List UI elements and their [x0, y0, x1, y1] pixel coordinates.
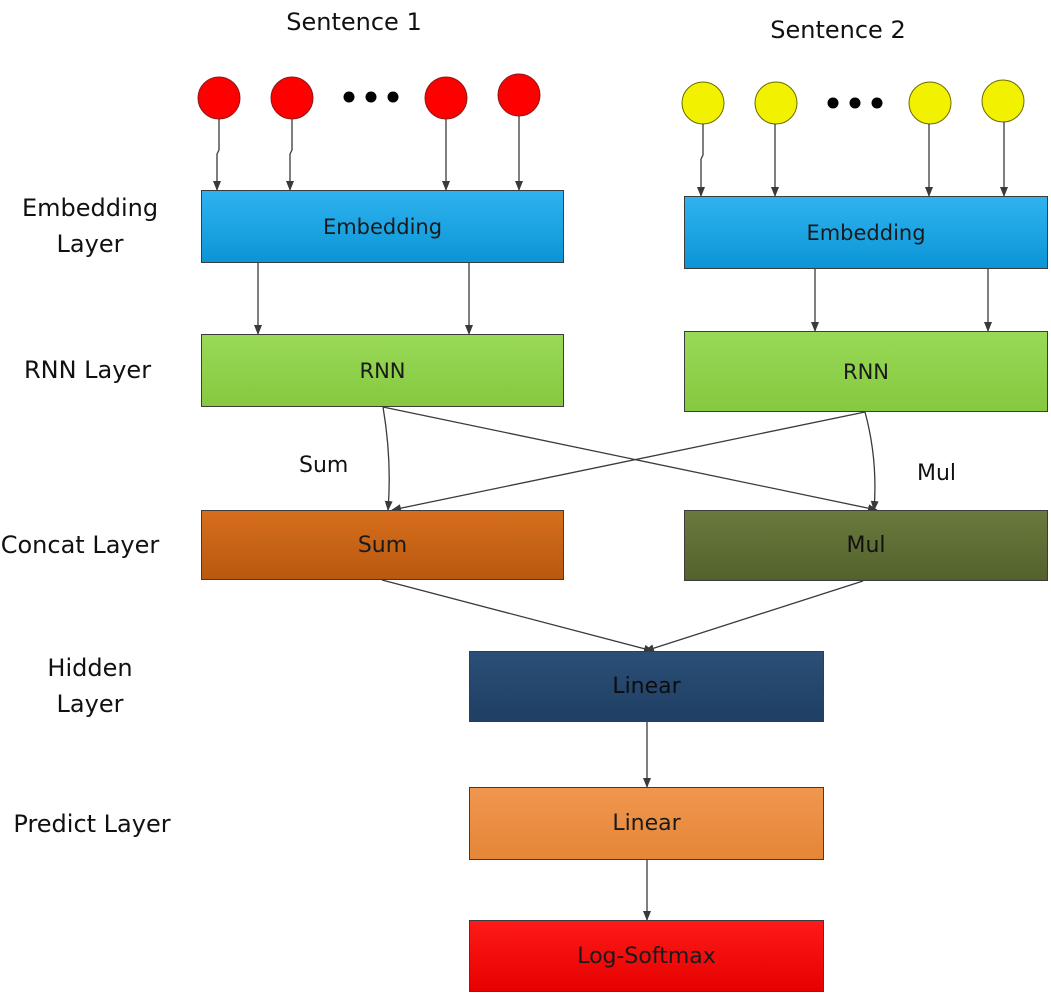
rnn-box-left: RNN	[201, 334, 564, 407]
token-left-2	[270, 76, 314, 120]
edge-label-sum: Sum	[299, 453, 349, 478]
token-left-4	[497, 73, 541, 117]
token-left-1	[197, 76, 241, 120]
arrow-token-embed-l2	[286, 119, 294, 191]
rnn-box-right: RNN	[684, 331, 1048, 412]
sentence-1-tokens	[197, 73, 541, 120]
layer-label-concat: Concat Layer	[0, 531, 160, 559]
token-right-3	[908, 81, 952, 125]
layer-label-embedding: Embedding Layer	[10, 190, 170, 262]
ellipsis-dot-right-2	[849, 97, 861, 109]
token-right-1	[681, 81, 725, 125]
layer-label-hidden-line1: Hidden	[47, 654, 133, 682]
ellipsis-dot-left-2	[365, 91, 377, 103]
hidden-linear-box: Linear	[469, 651, 824, 722]
ellipsis-dot-right-1	[827, 97, 839, 109]
sentence-1-label: Sentence 1	[286, 8, 422, 36]
arrow-sum-to-hidden	[381, 579, 654, 653]
mul-box: Mul	[684, 510, 1048, 581]
layer-label-embedding-line1: Embedding	[21, 194, 159, 222]
ellipsis-dot-left-3	[387, 91, 399, 103]
token-left-3	[424, 76, 468, 120]
layer-label-hidden: Hidden Layer	[10, 650, 170, 722]
layer-label-rnn: RNN Layer	[23, 356, 152, 384]
sum-box: Sum	[201, 510, 564, 580]
arrow-token-embed-l1	[213, 119, 221, 191]
predict-linear-box: Linear	[469, 787, 824, 860]
arrow-rnn-left-to-sum	[382, 406, 393, 511]
ellipsis-dot-left-1	[343, 91, 355, 103]
token-right-4	[981, 79, 1025, 123]
sentence-2-tokens	[681, 79, 1025, 125]
arrow-rnn-left-to-mul	[382, 406, 878, 513]
arrow-rnn-right-to-mul	[864, 411, 879, 511]
arrow-rnn-right-to-sum	[391, 411, 866, 513]
arrow-token-embed-r1	[697, 124, 705, 197]
layer-label-hidden-line2: Layer	[56, 690, 124, 718]
arrow-mul-to-hidden	[644, 580, 864, 653]
sentence-2-label: Sentence 2	[770, 16, 906, 44]
log-softmax-box: Log-Softmax	[469, 920, 824, 992]
embedding-box-left: Embedding	[201, 190, 564, 263]
layer-label-embedding-line2: Layer	[56, 230, 124, 258]
ellipsis-dot-right-3	[871, 97, 883, 109]
layer-label-predict: Predict Layer	[13, 810, 171, 838]
token-right-2	[754, 81, 798, 125]
embedding-box-right: Embedding	[684, 196, 1048, 269]
edge-label-mul: Mul	[917, 461, 957, 486]
